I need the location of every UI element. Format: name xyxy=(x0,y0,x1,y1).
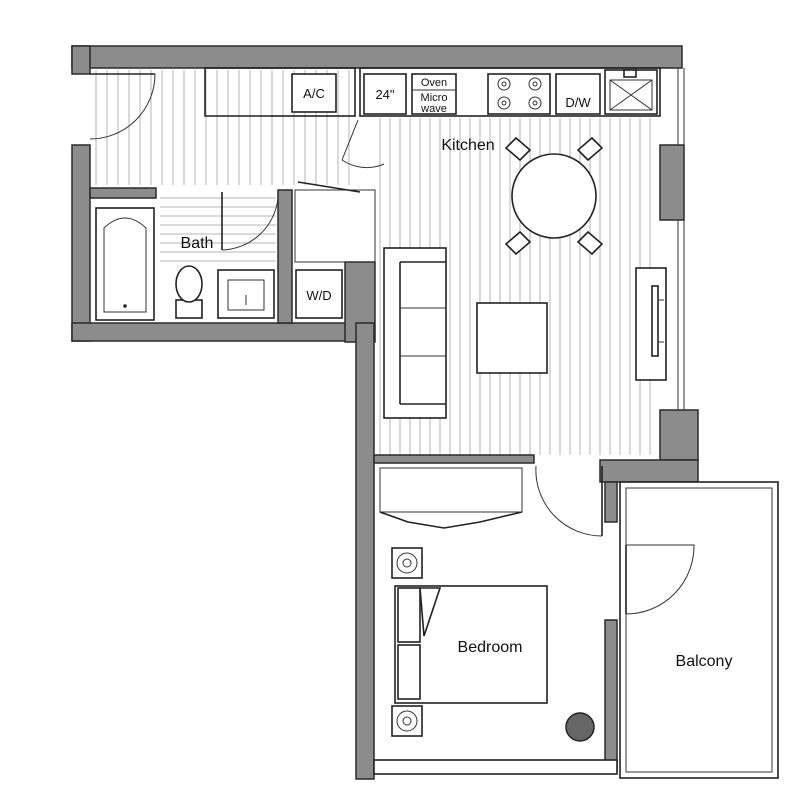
entry-closet xyxy=(294,181,376,263)
oven-label: Oven xyxy=(421,77,447,89)
washer-dryer: W/D xyxy=(295,269,343,319)
bath-door xyxy=(221,192,279,251)
tv-stand xyxy=(635,267,667,381)
fridge-label: 24" xyxy=(375,87,394,102)
balcony xyxy=(619,481,779,779)
dining-table xyxy=(504,136,604,256)
oven-microwave: Oven Micro wave xyxy=(411,73,457,115)
bedroom-label: Bedroom xyxy=(458,639,523,656)
bath-label: Bath xyxy=(181,235,214,252)
dishwasher: D/W xyxy=(555,73,601,115)
ac-label: A/C xyxy=(303,86,325,101)
nightstand-bottom xyxy=(391,705,423,737)
bedroom-door xyxy=(535,465,603,537)
fridge: 24" xyxy=(363,73,407,115)
coffee-table xyxy=(476,302,548,374)
balcony-label: Balcony xyxy=(676,653,733,670)
toilet xyxy=(175,265,203,319)
microwave-label-1: Micro xyxy=(421,92,448,104)
bathroom-vanity xyxy=(217,269,275,319)
kitchen-label: Kitchen xyxy=(441,137,494,154)
bed xyxy=(394,585,548,704)
kitchen-sink xyxy=(604,69,658,115)
bedroom-closet xyxy=(379,467,523,529)
cooktop xyxy=(487,73,551,115)
walls xyxy=(71,45,699,780)
kitchen-counter xyxy=(204,67,661,117)
sofa xyxy=(383,247,447,419)
ac-unit: A/C xyxy=(291,73,337,113)
dishwasher-label: D/W xyxy=(565,95,591,110)
bathtub xyxy=(95,207,155,321)
balcony-door xyxy=(625,544,695,615)
closet-door-swing xyxy=(341,119,385,169)
nightstand-top xyxy=(391,547,423,579)
plant-icon xyxy=(565,712,595,742)
microwave-label-2: wave xyxy=(420,103,447,115)
washer-dryer-label: W/D xyxy=(306,288,331,303)
entry-door xyxy=(89,73,156,140)
